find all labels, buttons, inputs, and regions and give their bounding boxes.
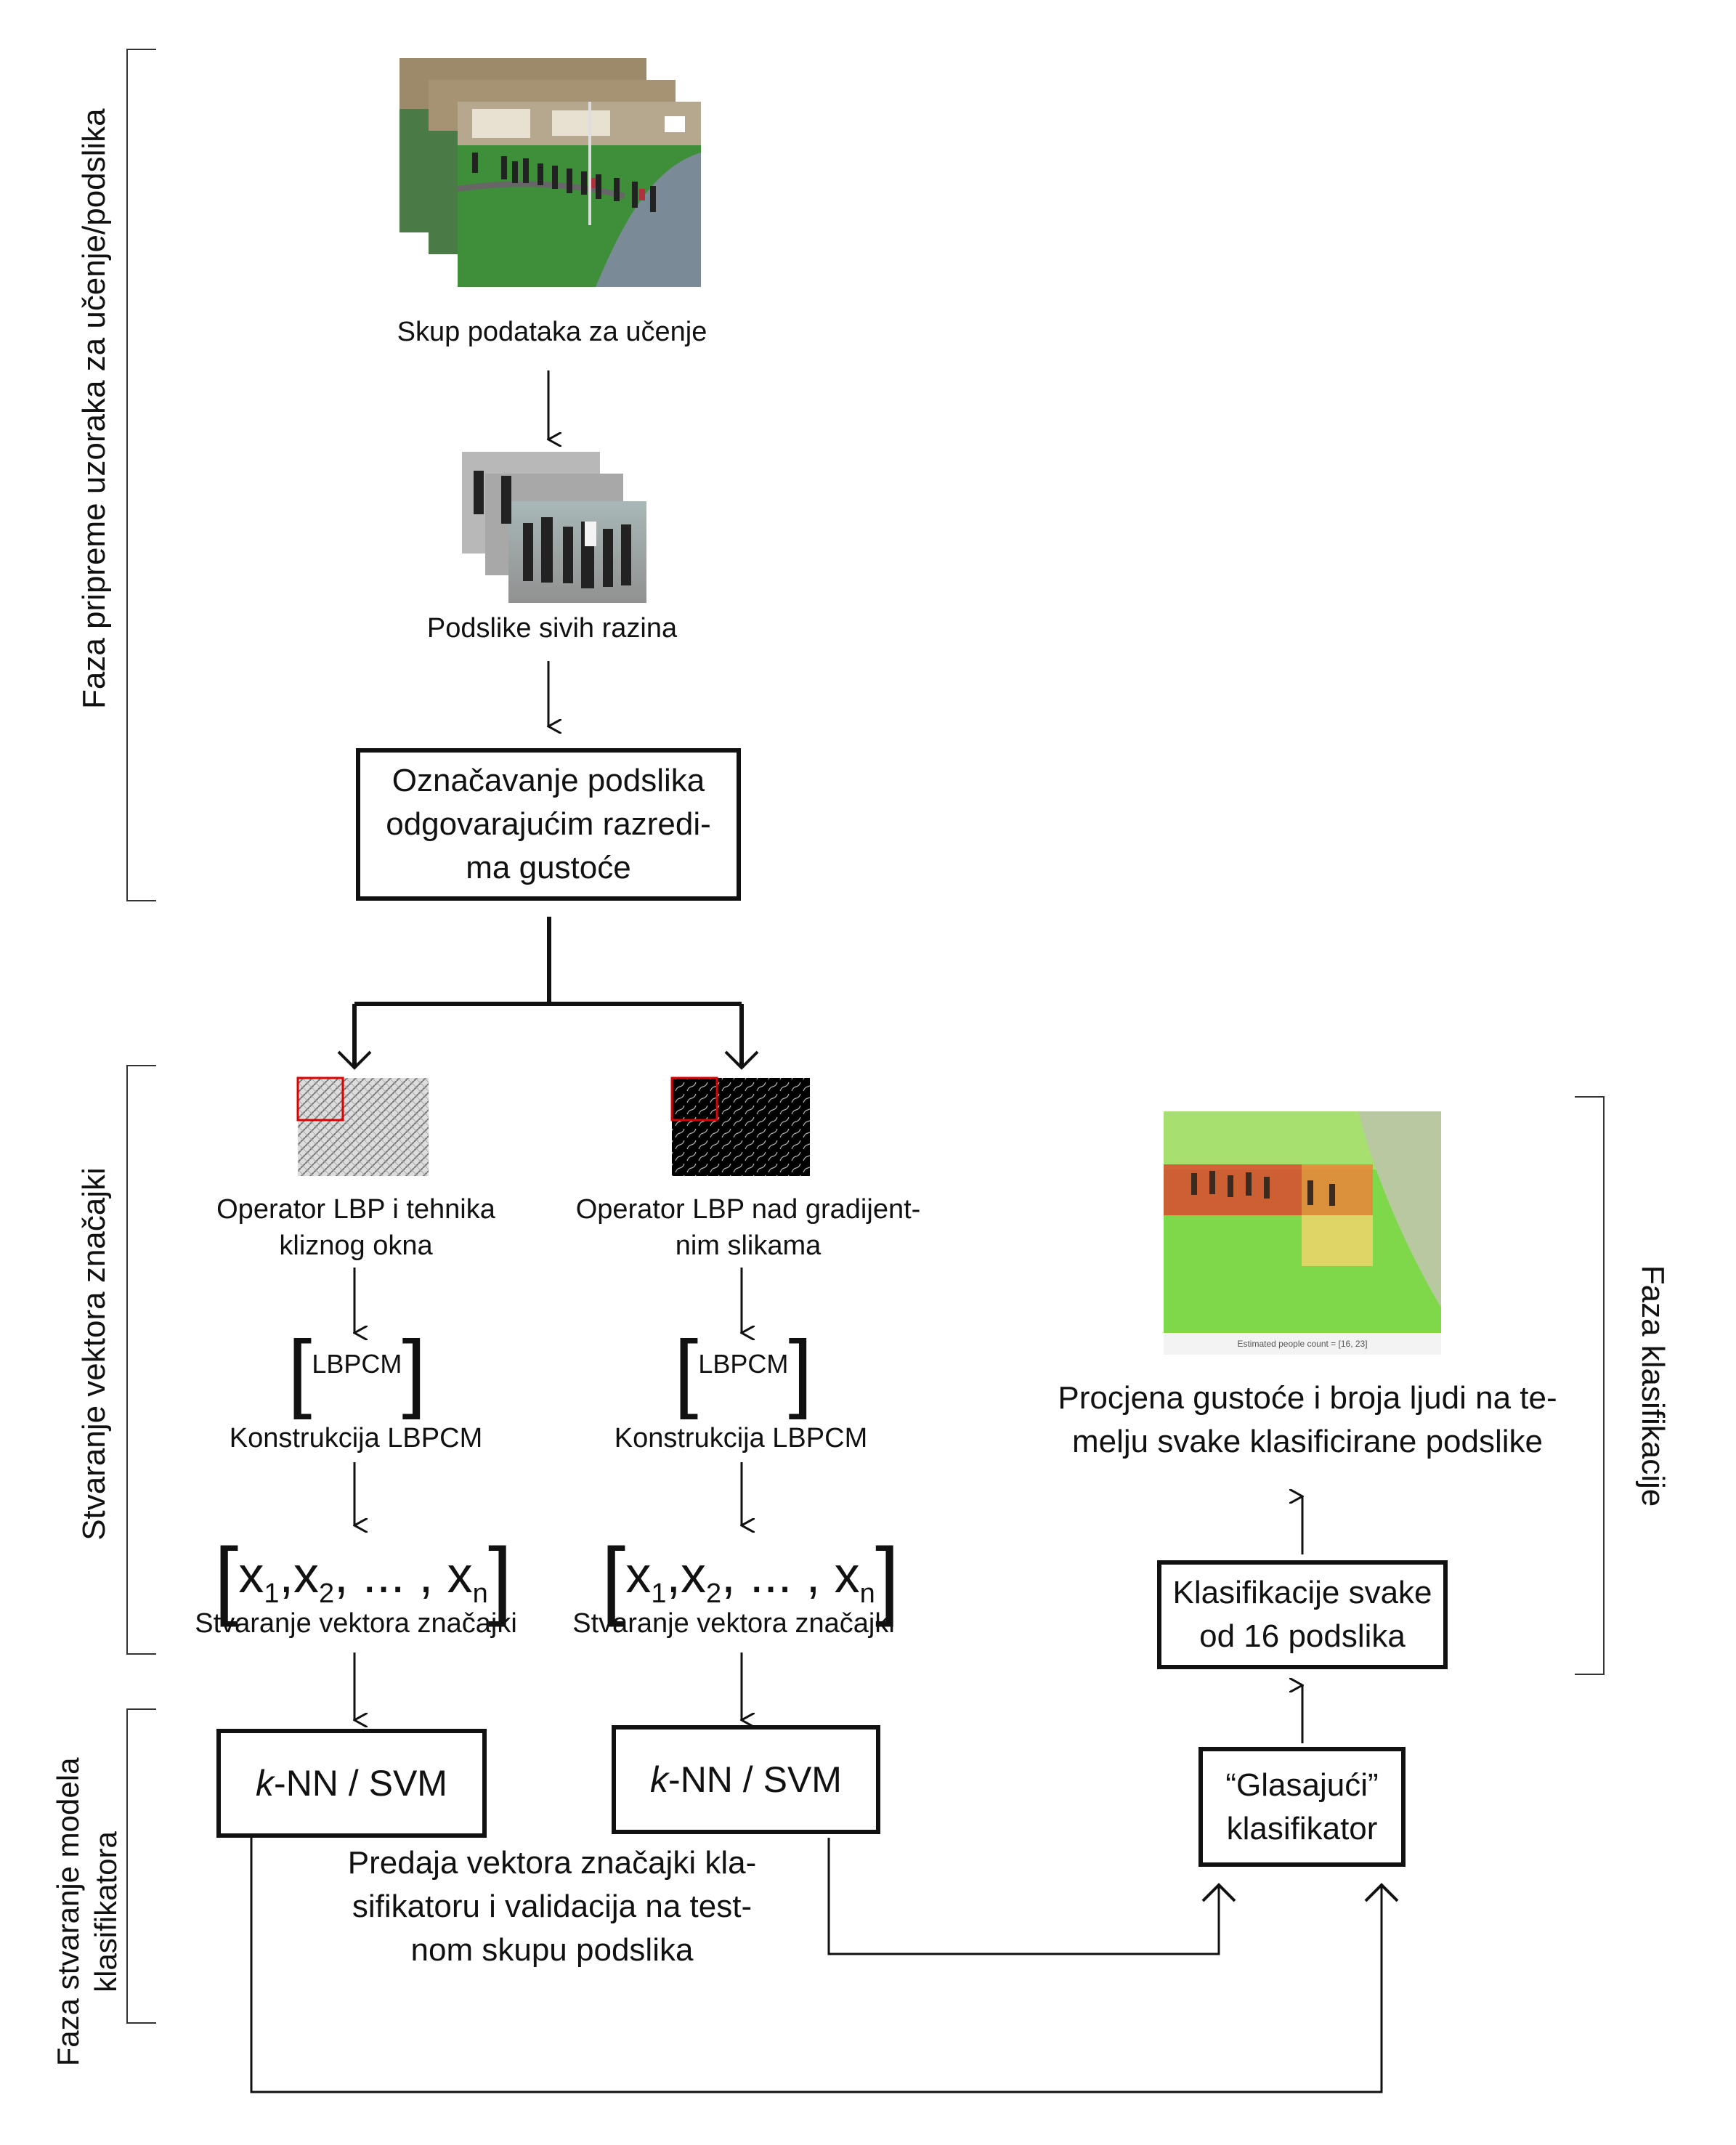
lbp-texture-image (296, 1076, 429, 1176)
left-operator-line1: Operator LBP i tehnika (216, 1194, 495, 1225)
arrow-down-icon (724, 1050, 759, 1070)
vec-dots: , ... , (334, 1546, 447, 1603)
validation-text: Predaja vektora značajki kla- sifikatoru… (305, 1841, 799, 1972)
right-operator-caption: Operator LBP nad gradijent- nim slikama (545, 1191, 952, 1264)
vec-dots: , ... , (721, 1546, 835, 1603)
estimate-line2: melju svake klasificirane podslike (1071, 1424, 1544, 1459)
left-feature-vector: [x1,x2, ... , xn] (214, 1530, 513, 1628)
gray-caption: Podslike sivih razina (426, 613, 678, 644)
right-classifier-k: k (650, 1759, 669, 1800)
vec-sub2: 2 (705, 1578, 722, 1609)
classify-each-line1: Klasifikacije svake (1172, 1575, 1432, 1610)
right-vector-caption: Stvaranje vektora značajki (572, 1608, 895, 1639)
right-construct-caption: Konstrukcija LBPCM (614, 1423, 868, 1453)
bracket-icon: [ (214, 1530, 239, 1628)
vec-x2: x (680, 1546, 706, 1603)
phase-model-label: Faza stvaranje modela klasifikatora (49, 1730, 125, 2093)
bracket-prep (126, 49, 156, 901)
bracket-icon: [ (674, 1323, 699, 1420)
left-lbpcm-matrix: [LBPCM] (288, 1328, 426, 1415)
fork-connector (352, 917, 744, 1068)
right-lbpcm-matrix: [LBPCM] (674, 1328, 813, 1415)
bracket-icon: [ (288, 1323, 312, 1420)
voting-line2: klasifikator (1226, 1810, 1378, 1846)
voting-classifier-box: “Glasajući” klasifikator (1198, 1747, 1406, 1867)
phase-features-label: Stvaranje vektora značajki (76, 1167, 112, 1541)
vec-x1: x (625, 1546, 652, 1603)
dataset-caption: Skup podataka za učenje (397, 317, 707, 347)
labeling-box: Označavanje podslika odgovarajućim razre… (356, 748, 741, 901)
voting-classifier-label: “Glasajući” klasifikator (1225, 1764, 1378, 1851)
bracket-icon: ] (402, 1323, 426, 1420)
vec-xn: x (834, 1546, 860, 1603)
right-classifier-rest: -NN / SVM (668, 1759, 842, 1800)
phase-classification-label: Faza klasifikacije (1635, 1265, 1671, 1507)
vec-x2: x (293, 1546, 319, 1603)
left-classifier-label: k-NN / SVM (256, 1761, 447, 1805)
phase-model-line2: klasifikatora (89, 1831, 123, 1992)
right-feature-vector: [x1,x2, ... , xn] (601, 1530, 900, 1628)
dataset-images (399, 58, 701, 287)
vec-sub2: 2 (318, 1578, 335, 1609)
lbp-gradient-image (670, 1076, 810, 1176)
vec-sub1: 1 (651, 1578, 667, 1609)
left-classifier-k: k (256, 1763, 275, 1804)
classify-each-line2: od 16 podslika (1199, 1618, 1406, 1654)
left-lbpcm-text: LBPCM (312, 1349, 402, 1379)
vec-subn: n (472, 1578, 488, 1609)
vec-xn: x (447, 1546, 473, 1603)
arrow-down-icon (337, 1050, 372, 1070)
bracket-classification (1575, 1096, 1605, 1675)
left-classifier-box: k-NN / SVM (216, 1729, 487, 1838)
estimate-line1: Procjena gustoće i broja ljudi na te- (1058, 1380, 1557, 1416)
result-count-caption: Estimated people count = [16, 23] (1237, 1339, 1368, 1349)
right-operator-line2: nim slikama (675, 1230, 822, 1261)
right-operator-line1: Operator LBP nad gradijent- (575, 1194, 921, 1225)
vec-subn: n (859, 1578, 875, 1609)
bracket-icon: ] (487, 1530, 513, 1628)
bracket-features (126, 1065, 156, 1655)
right-classifier-box: k-NN / SVM (612, 1725, 880, 1834)
voting-line1: “Glasajući” (1225, 1767, 1379, 1803)
validation-line1: Predaja vektora značajki kla- (347, 1845, 757, 1881)
estimate-caption: Procjena gustoće i broja ljudi na te- me… (1031, 1376, 1583, 1464)
bracket-icon: [ (601, 1530, 626, 1628)
connector-to-voting (250, 1838, 1383, 2093)
vec-sub1: 1 (264, 1578, 280, 1609)
labeling-text: Označavanje podslika odgovarajućim razre… (386, 763, 711, 885)
gray-subimages (462, 452, 646, 603)
validation-line3: nom skupu podslika (410, 1932, 694, 1968)
left-operator-line2: kliznog okna (279, 1230, 433, 1261)
left-operator-caption: Operator LBP i tehnika kliznog okna (167, 1191, 545, 1264)
phase-prep-label: Faza pripreme uzoraka za učenje/podslika (76, 108, 112, 709)
validation-line2: sifikatoru i validacija na test- (352, 1889, 753, 1924)
bracket-icon: ] (875, 1530, 900, 1628)
phase-model-line1: Faza stvaranje modela (51, 1757, 85, 2067)
bracket-model (126, 1708, 156, 2024)
vec-x1: x (238, 1546, 264, 1603)
left-vector-caption: Stvaranje vektora značajki (195, 1608, 517, 1639)
arrow-up-icon (1201, 1883, 1236, 1902)
arrow-up-icon (1364, 1883, 1399, 1902)
left-construct-caption: Konstrukcija LBPCM (229, 1423, 483, 1453)
right-lbpcm-text: LBPCM (698, 1349, 789, 1379)
left-classifier-rest: -NN / SVM (274, 1763, 447, 1804)
result-image (1164, 1111, 1441, 1355)
right-classifier-label: k-NN / SVM (650, 1758, 842, 1801)
classify-each-label: Klasifikacije svake od 16 podslika (1172, 1571, 1432, 1658)
bracket-icon: ] (788, 1323, 813, 1420)
classify-each-box: Klasifikacije svake od 16 podslika (1157, 1560, 1448, 1669)
